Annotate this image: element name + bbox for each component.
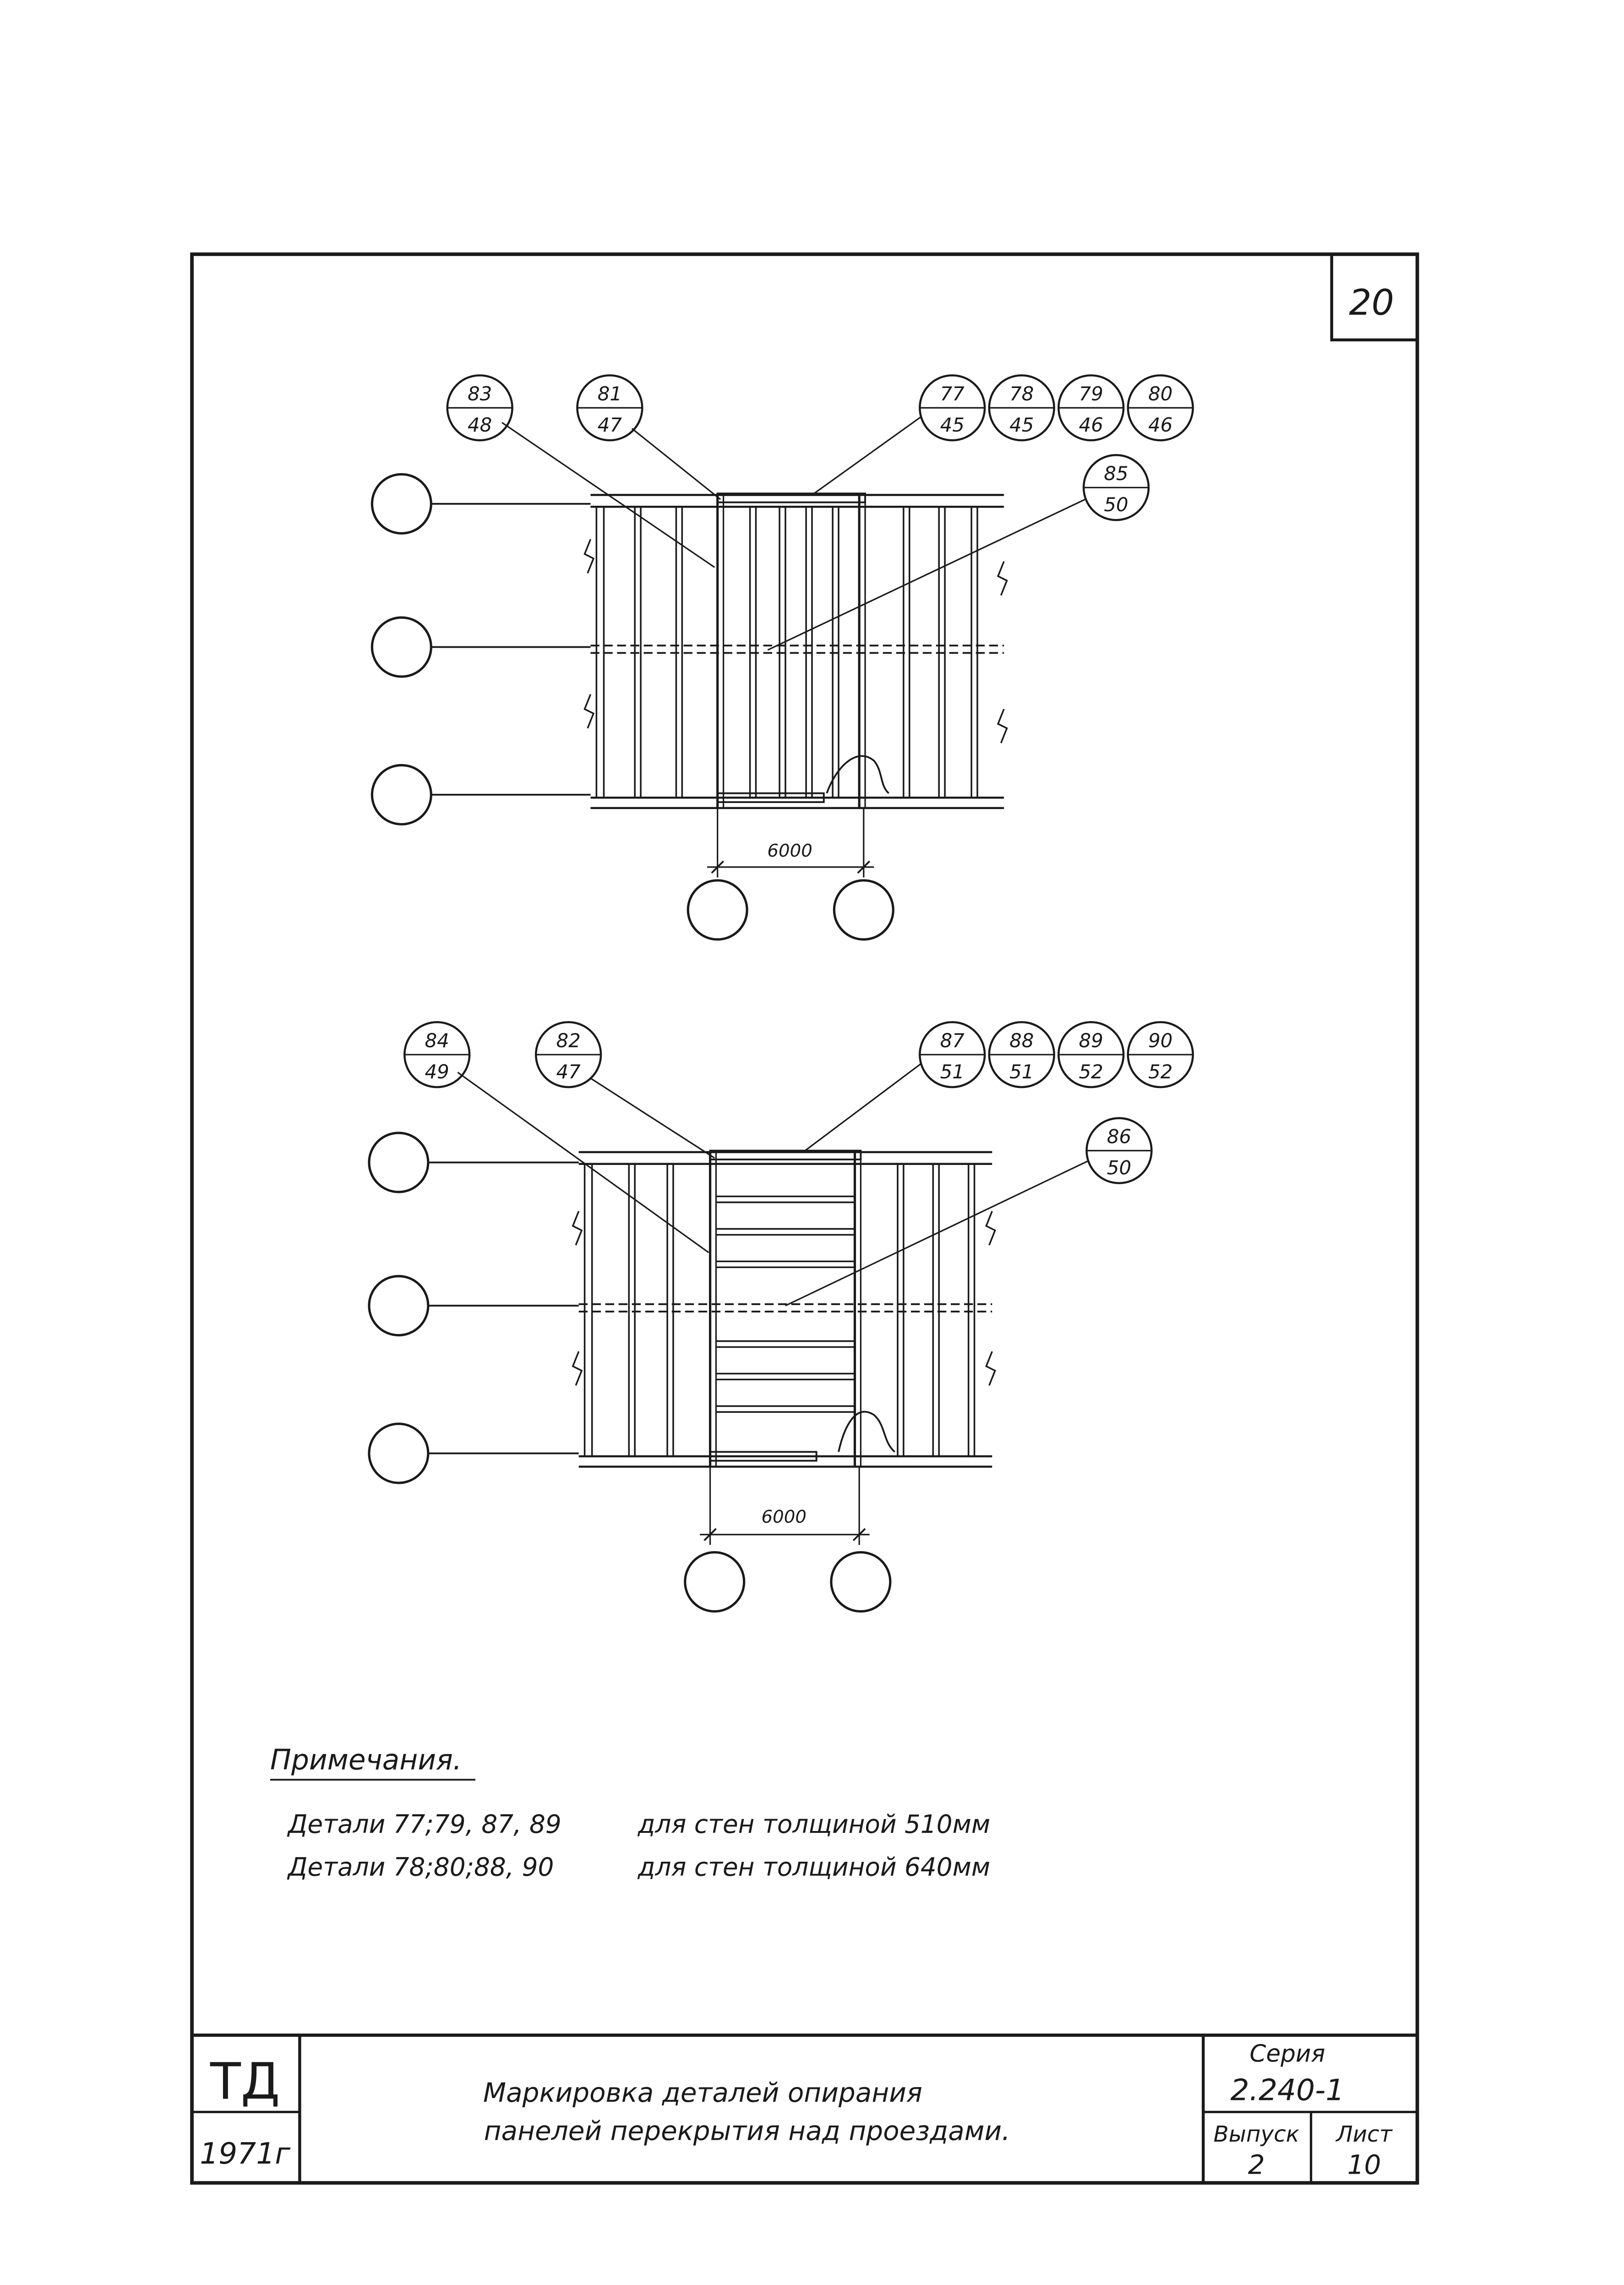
plan-bottom: 6000 84 49 82 47 87 51 88 51 [368,1021,1194,1613]
sheet-value: 10 [1347,2149,1381,2181]
axis-marker [687,879,748,941]
svg-text:51: 51 [1009,1061,1034,1083]
axis-marker [830,1551,892,1613]
svg-text:45: 45 [1009,414,1034,436]
axis-marker [684,1551,746,1613]
axis-marker [371,764,432,825]
callout: 78 45 [988,374,1055,442]
svg-text:81: 81 [598,383,622,405]
svg-text:79: 79 [1079,383,1103,405]
callout: 82 47 [534,1021,602,1088]
title-block: ТД 1971г Маркировка деталей опирания пан… [192,2034,1417,2183]
plan-top: 6000 83 48 81 47 77 45 78 45 [371,374,1194,941]
callout: 86 50 [1085,1117,1153,1184]
notes: Примечания. Детали 77;79, 87, 89 для сте… [270,1744,991,1882]
sheet-number-box [1330,252,1419,342]
axis-marker [368,1422,430,1484]
svg-text:86: 86 [1107,1126,1131,1148]
sheet-frame [190,252,1419,2185]
axis-marker [368,1132,430,1193]
org-mark: ТД [210,2052,280,2110]
axis-marker [833,879,894,941]
svg-text:80: 80 [1148,383,1172,405]
svg-text:46: 46 [1148,414,1172,436]
callout: 80 46 [1127,374,1194,442]
year: 1971г [200,2137,291,2171]
svg-text:83: 83 [468,383,492,405]
svg-text:85: 85 [1104,462,1128,485]
issue-label: Выпуск [1214,2121,1299,2147]
svg-text:87: 87 [940,1029,965,1052]
svg-text:84: 84 [425,1029,449,1052]
series-label: Серия [1250,2040,1325,2068]
axis-marker [368,1275,430,1337]
sheet-number: 20 [1349,282,1394,323]
svg-text:77: 77 [940,383,965,405]
sheet-title-line1: Маркировка деталей опирания [483,2077,922,2108]
svg-text:51: 51 [940,1061,965,1083]
callout: 79 46 [1057,374,1125,442]
svg-text:47: 47 [556,1061,581,1083]
svg-text:50: 50 [1104,493,1128,516]
svg-text:49: 49 [425,1061,449,1083]
callout: 83 48 [446,374,513,442]
svg-text:48: 48 [468,414,492,436]
dimension-label: 6000 [767,841,812,861]
axis-marker [371,473,432,535]
series-value: 2.240-1 [1231,2073,1345,2108]
callout: 84 49 [403,1021,471,1088]
sheet-label: Лист [1335,2121,1393,2147]
dimension-label: 6000 [762,1507,807,1527]
sheet-title-line2: панелей перекрытия над проездами. [484,2116,1010,2147]
svg-text:90: 90 [1148,1029,1172,1052]
callout: 90 52 [1127,1021,1194,1088]
svg-text:47: 47 [598,414,622,436]
svg-text:82: 82 [556,1029,580,1052]
svg-text:52: 52 [1079,1061,1103,1083]
axis-marker [371,616,432,678]
notes-heading: Примечания. [270,1744,462,1776]
note-parts: Детали 77;79, 87, 89 [287,1809,561,1839]
callout: 88 51 [988,1021,1055,1088]
note-parts: Детали 78;80;88, 90 [287,1853,554,1882]
svg-text:88: 88 [1009,1029,1034,1052]
callout: 81 47 [576,374,643,442]
callout: 87 51 [919,1021,986,1088]
svg-text:78: 78 [1009,383,1034,405]
note-purpose: для стен толщиной 640мм [638,1853,991,1882]
issue-value: 2 [1248,2149,1265,2181]
callout: 77 45 [919,374,986,442]
note-purpose: для стен толщиной 510мм [638,1809,991,1839]
svg-text:52: 52 [1148,1061,1172,1083]
callout: 89 52 [1057,1021,1125,1088]
svg-text:45: 45 [940,414,965,436]
svg-text:89: 89 [1079,1029,1103,1052]
callout: 85 50 [1082,454,1150,521]
svg-text:46: 46 [1079,414,1103,436]
svg-text:50: 50 [1107,1156,1131,1179]
